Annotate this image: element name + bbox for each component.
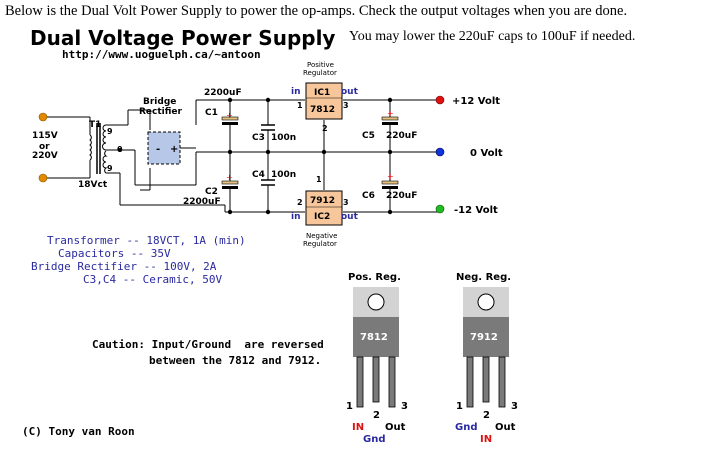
neg-reg-title: Neg. Reg. xyxy=(456,272,511,283)
parts-list-item: C3,C4 -- Ceramic, 50V xyxy=(83,273,223,286)
capacitor-note: You may lower the 220uF caps to 100uF if… xyxy=(349,29,636,44)
pos-reg-pin-1: 1 xyxy=(346,401,353,412)
neg-reg-pin-3: 3 xyxy=(511,401,518,412)
output-terminal-gnd xyxy=(435,147,445,157)
ic2-pin-3: 3 xyxy=(343,198,349,207)
c6-value: 220uF xyxy=(386,191,417,201)
ic1-name: IC1 xyxy=(314,88,330,98)
capacitor-c2 xyxy=(221,180,239,189)
page-title: Dual Voltage Power Supply xyxy=(30,26,336,50)
neg-reg-part: 7912 xyxy=(470,332,498,343)
capacitor-c3 xyxy=(261,124,275,131)
c6-plus: + xyxy=(387,172,394,181)
neg-reg-right-label: Out xyxy=(495,422,516,433)
output-label-gnd: 0 Volt xyxy=(470,148,503,159)
output-terminal-pos xyxy=(435,95,445,105)
capacitor-c6 xyxy=(381,180,399,189)
transformer-label: T1 xyxy=(89,120,101,130)
c3-value: 100n xyxy=(271,133,296,143)
pos-reg-left-label: IN xyxy=(352,422,364,433)
bridge-minus: - xyxy=(156,144,160,155)
ic1-body xyxy=(305,82,343,120)
c3-name: C3 xyxy=(252,133,265,143)
bridge-label-1: Bridge xyxy=(143,97,176,107)
parts-list-item: Bridge Rectifier -- 100V, 2A xyxy=(31,260,217,273)
pos-reg-pin-2: 2 xyxy=(373,410,380,421)
ic2-pin-1: 1 xyxy=(316,175,322,184)
ic1-pin-in-label: in xyxy=(291,87,301,97)
caution-note: Caution: Input/Ground are reversed betwe… xyxy=(92,337,324,369)
bridge-rectifier xyxy=(147,131,181,165)
capacitor-c1 xyxy=(221,116,239,125)
c4-name: C4 xyxy=(252,170,265,180)
pos-reg-body xyxy=(353,317,399,357)
neg-reg-body xyxy=(463,317,509,357)
ic2-pin-in-label: in xyxy=(291,212,301,222)
ic2-caption-2: Regulator xyxy=(303,240,337,248)
c6-name: C6 xyxy=(362,191,375,201)
caution-line-1: Caution: Input/Ground are reversed xyxy=(92,338,324,351)
bridge-plus: + xyxy=(170,144,178,155)
output-label-neg: -12 Volt xyxy=(454,205,498,216)
ic2-body xyxy=(305,190,343,226)
pos-reg-part: 7812 xyxy=(360,332,388,343)
neg-reg-middle-label: IN xyxy=(480,434,492,445)
ic1-pin-1: 1 xyxy=(297,101,303,110)
intro-text: Below is the Dual Volt Power Supply to p… xyxy=(5,3,628,19)
input-terminal-bottom xyxy=(38,173,48,183)
author-url: http://www.uoguelph.ca/~antoon xyxy=(62,48,261,61)
neg-reg-pin-1: 1 xyxy=(456,401,463,412)
tap-top: 9 xyxy=(107,127,113,136)
input-terminal-top xyxy=(38,112,48,122)
transformer-symbol xyxy=(89,123,108,174)
neg-reg-leads xyxy=(466,356,506,408)
neg-reg-pin-2: 2 xyxy=(483,410,490,421)
tap-bottom: 9 xyxy=(107,164,113,173)
c5-plus: + xyxy=(387,109,394,118)
pos-reg-leads xyxy=(356,356,396,408)
ic1-part: 7812 xyxy=(310,105,335,115)
output-terminal-neg xyxy=(435,204,445,214)
ic1-pin-3: 3 xyxy=(343,101,349,110)
bridge-label-2: Rectifier xyxy=(139,107,183,117)
c4-value: 100n xyxy=(271,170,296,180)
c1-name: C1 xyxy=(205,108,218,118)
ic1-caption-1: Positive xyxy=(307,61,334,69)
c2-plus: + xyxy=(226,173,233,182)
ic2-part: 7912 xyxy=(310,196,335,206)
ic2-pin-2: 2 xyxy=(297,198,303,207)
neg-reg-mount-hole xyxy=(477,293,495,311)
transformer-rating: 18Vct xyxy=(78,180,108,190)
ic1-pin-out-label: out xyxy=(341,87,359,97)
c1-plus: + xyxy=(226,111,233,120)
ic2-caption-1: Negative xyxy=(306,232,337,240)
neg-reg-left-label: Gnd xyxy=(455,422,478,433)
c5-name: C5 xyxy=(362,131,375,141)
input-voltage-3: 220V xyxy=(32,151,58,161)
parts-list-item: Transformer -- 18VCT, 1A (min) xyxy=(47,234,246,247)
ic1-pin-2: 2 xyxy=(322,124,328,133)
pos-reg-right-label: Out xyxy=(385,422,406,433)
pos-reg-mount-hole xyxy=(367,293,385,311)
pos-reg-pin-3: 3 xyxy=(401,401,408,412)
c2-name: C2 xyxy=(205,187,218,197)
ic2-pin-out-label: out xyxy=(341,212,359,222)
pos-reg-title: Pos. Reg. xyxy=(348,272,401,283)
copyright: (C) Tony van Roon xyxy=(22,425,135,438)
pos-reg-middle-label: Gnd xyxy=(363,434,386,445)
tap-center: 0 xyxy=(117,145,123,154)
input-voltage-2: or xyxy=(39,142,50,152)
input-voltage-1: 115V xyxy=(32,131,58,141)
ic2-name: IC2 xyxy=(314,212,330,222)
ic1-caption-2: Regulator xyxy=(303,69,337,77)
c5-value: 220uF xyxy=(386,131,417,141)
capacitor-c4 xyxy=(261,179,275,186)
c1-value: 2200uF xyxy=(204,88,242,98)
output-label-pos: +12 Volt xyxy=(452,96,500,107)
capacitor-c5 xyxy=(381,116,399,125)
caution-line-2: between the 7812 and 7912. xyxy=(149,354,322,367)
parts-list-item: Capacitors -- 35V xyxy=(58,247,171,260)
c2-value: 2200uF xyxy=(183,197,221,207)
